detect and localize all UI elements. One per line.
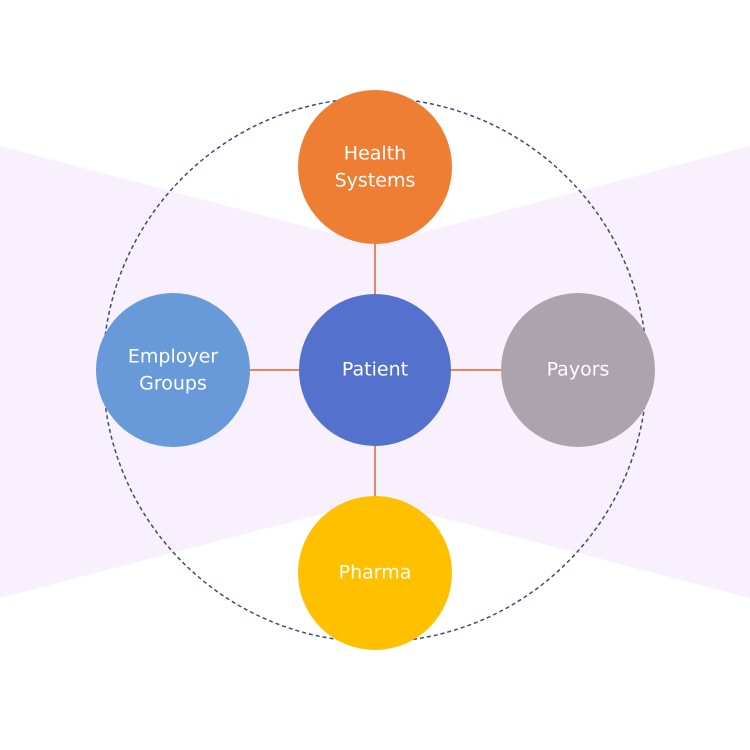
node-payors-circle bbox=[501, 293, 655, 447]
node-payors-label: Payors bbox=[547, 359, 610, 381]
node-employer-groups: Employer Groups bbox=[96, 293, 250, 447]
node-payors: Payors bbox=[501, 293, 655, 447]
node-patient-circle bbox=[299, 294, 451, 446]
node-employer-groups-label-line1: Employer bbox=[128, 346, 218, 368]
node-pharma-circle bbox=[298, 496, 452, 650]
node-health-systems-label-line1: Health bbox=[344, 143, 406, 165]
node-employer-groups-label-line2: Groups bbox=[139, 373, 207, 395]
node-pharma-label: Pharma bbox=[339, 562, 412, 584]
node-pharma: Pharma bbox=[298, 496, 452, 650]
node-employer-groups-circle bbox=[96, 293, 250, 447]
node-health-systems-circle bbox=[298, 90, 452, 244]
node-patient: Patient bbox=[299, 294, 451, 446]
node-health-systems-label-line2: Systems bbox=[335, 170, 416, 192]
node-health-systems: Health Systems bbox=[298, 90, 452, 244]
node-patient-label: Patient bbox=[342, 359, 408, 381]
